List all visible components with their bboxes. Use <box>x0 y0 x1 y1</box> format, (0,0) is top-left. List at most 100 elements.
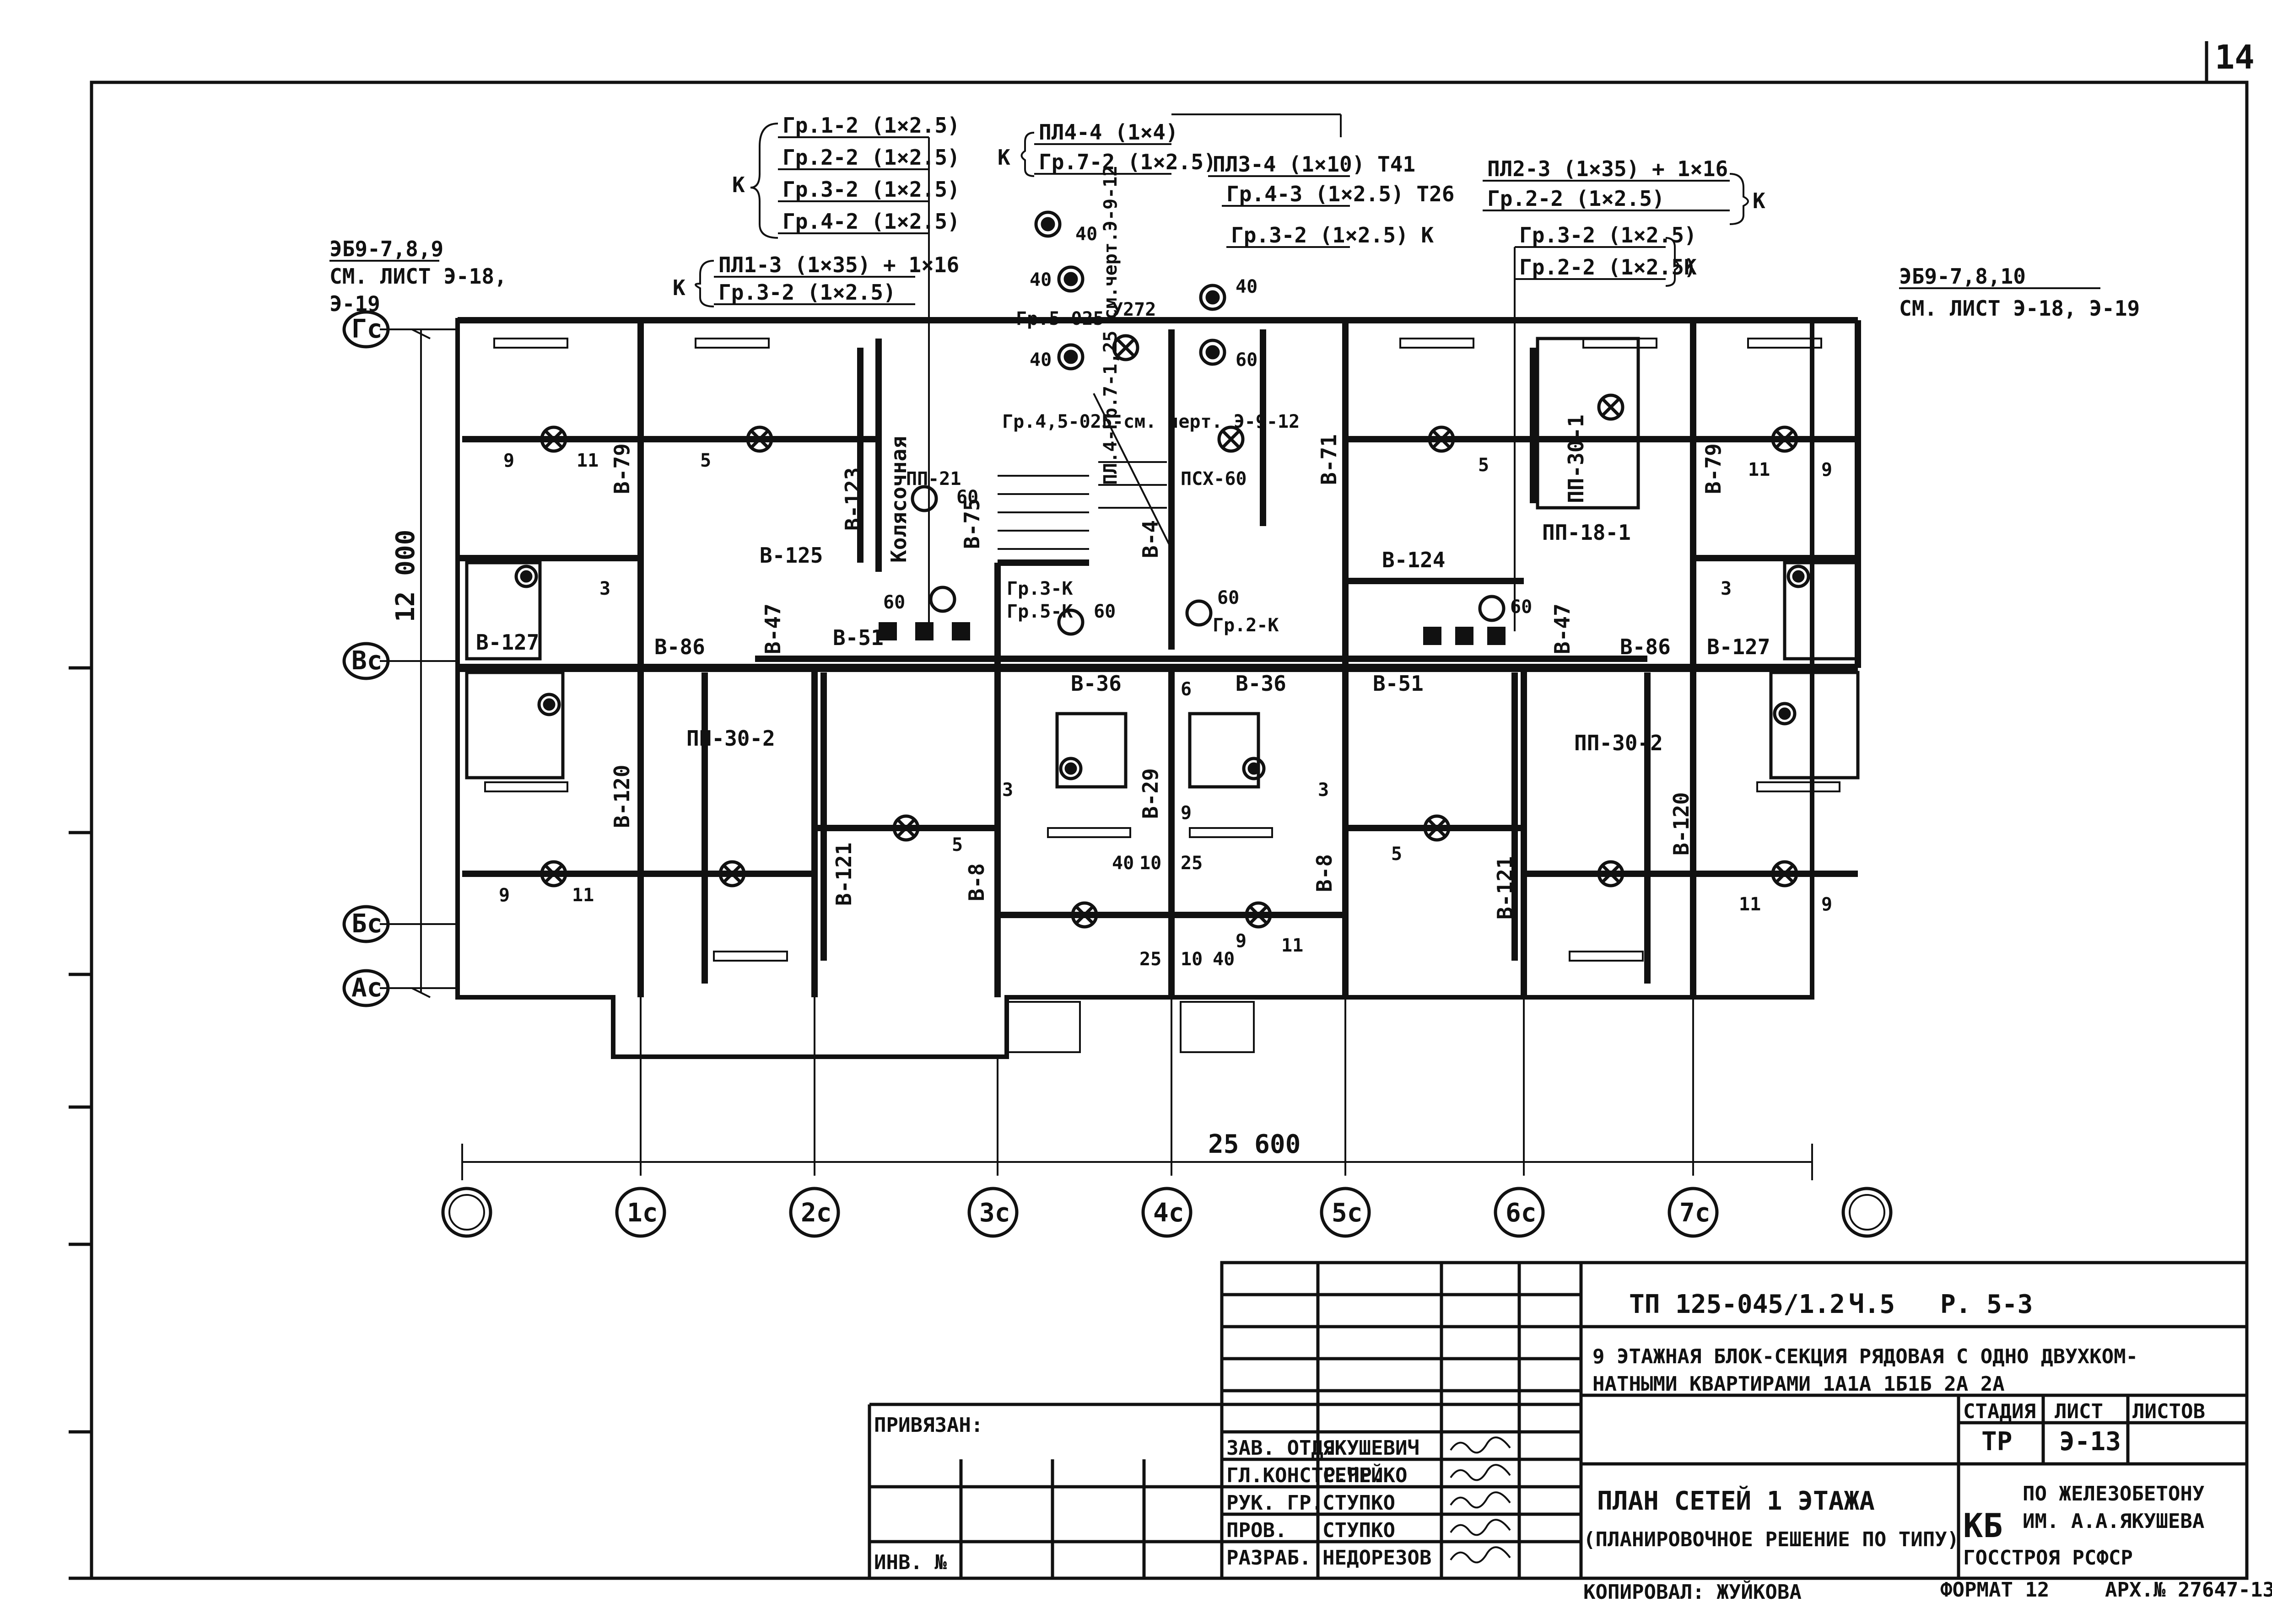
label-v8-right: В-8 <box>1312 854 1337 892</box>
label-v86-left: В-86 <box>654 635 705 659</box>
label-v121-left: В-121 <box>831 843 856 906</box>
tb-drawing-title: ПЛАН СЕТЕЙ 1 ЭТАЖА <box>1597 1486 1875 1516</box>
label-gr5k: Гр.5-К <box>1007 601 1073 622</box>
callout-g5-2: Гр.2-2 (1×2.5) <box>1487 186 1665 211</box>
tb-stage: ТР <box>1981 1427 2012 1457</box>
label-v8-left: В-8 <box>964 863 989 901</box>
tb-attached: ПРИВЯЗАН: <box>874 1414 983 1437</box>
grid-col-3: 3с <box>979 1198 1010 1228</box>
callout-g6-k: К <box>1684 255 1697 280</box>
label-pp30-1: ПП-30-1 <box>1564 414 1588 503</box>
num-5-b: 5 <box>952 834 963 855</box>
tb-name-1: ЯКУШЕВИЧ <box>1322 1436 1419 1460</box>
tb-stage-hdr: СТАДИЯ <box>1963 1400 2036 1423</box>
label-v86-right: В-86 <box>1620 635 1671 659</box>
label-koljasochnaja: Колясочная <box>886 436 911 563</box>
grid-row-4: Ас <box>351 973 382 1003</box>
label-v127-right: В-127 <box>1707 635 1770 659</box>
label-v75: В-75 <box>960 498 984 549</box>
label-v121-right: В-121 <box>1493 856 1517 920</box>
num-3-c: 3 <box>1002 780 1013 801</box>
num-5-d: 5 <box>1478 455 1489 476</box>
num-40-b: 40 <box>1030 269 1052 290</box>
room-labels: В-127 В-125 В-123 В-86 В-51 В-47 В-79 В-… <box>476 166 1770 920</box>
tb-inv: ИНВ. № <box>874 1551 947 1574</box>
label-v36-right: В-36 <box>1236 671 1286 696</box>
label-v120-right: В-120 <box>1669 792 1694 855</box>
title-block: ТП 125-045/1.2 Ч.5 Р. 5-3 9 ЭТАЖНАЯ БЛОК… <box>868 1261 2249 1580</box>
sanitary-blocks <box>465 337 1860 789</box>
num-5-c: 5 <box>1391 844 1402 865</box>
num-9-c: 9 <box>1821 894 1832 915</box>
num-10-b: 10 <box>1181 949 1203 970</box>
callout-g1-1: Гр.1-2 (1×2.5) <box>783 113 960 138</box>
num-25-a: 25 <box>1181 853 1203 874</box>
callout-g3-1: ПЛ4-4 (1×4) <box>1039 120 1178 145</box>
label-v29: В-29 <box>1138 768 1163 819</box>
height-dimension: 12 000 <box>391 530 421 622</box>
callout-g2: К ПЛ1-3 (1×35) + 1×16 Гр.3-2 (1×2.5) <box>673 253 959 307</box>
label-pp21: ПП-21 <box>906 468 961 489</box>
label-pp30-2-right: ПП-30-2 <box>1574 731 1663 755</box>
tb-org-kb: КБ <box>1963 1506 2003 1545</box>
ref-left-1: ЭБ9-7,8,9 <box>329 237 443 261</box>
num-60-e: 60 <box>1217 587 1239 608</box>
callout-g4-2: Гр.4-3 (1×2.5) Т26 <box>1226 182 1455 206</box>
label-gr2k: Гр.2-К <box>1213 615 1279 636</box>
callout-g3: К ПЛ4-4 (1×4) Гр.7-2 (1×2.5) <box>998 113 1342 177</box>
callout-g4-3: Гр.3-2 (1×2.5) К <box>1231 223 1434 247</box>
tb-name-3: СТУПКО <box>1322 1491 1395 1515</box>
grid-lines <box>380 328 1694 1176</box>
label-v79-left: В-79 <box>610 443 634 494</box>
num-60-f: 60 <box>1510 597 1532 618</box>
num-5-a: 5 <box>700 450 711 471</box>
tb-org-1: ПО ЖЕЛЕЗОБЕТОНУ <box>2023 1482 2204 1506</box>
label-pp30-2-left: ПП-30-2 <box>686 726 775 751</box>
num-9-a: 9 <box>503 450 514 471</box>
callout-g3-k: К <box>998 145 1010 170</box>
tb-name-4: СТУПКО <box>1322 1519 1395 1542</box>
callout-g1: К Гр.1-2 (1×2.5) Гр.2-2 (1×2.5) Гр.3-2 (… <box>732 113 960 622</box>
label-u272: У272 <box>1112 299 1156 320</box>
num-40-d: 40 <box>1236 276 1257 297</box>
num-10-a: 10 <box>1139 853 1161 874</box>
label-gr5-025: Гр.5-025 <box>1016 308 1104 329</box>
num-11-b: 11 <box>572 885 594 906</box>
callout-g6: Гр.3-2 (1×2.5) Гр.2-2 (1×2.5) К <box>1514 223 1697 631</box>
callout-g5-k: К <box>1753 188 1765 213</box>
callout-g4-1: ПЛ3-4 (1×10) Т41 <box>1213 152 1415 177</box>
label-psx60: ПСХ-60 <box>1181 468 1247 489</box>
num-60-c: 60 <box>883 592 905 613</box>
callout-g2-2: Гр.3-2 (1×2.5) <box>718 280 896 305</box>
ref-right-2: СМ. ЛИСТ Э-18, Э-19 <box>1899 296 2140 321</box>
tb-name-5: НЕДОРЕЗОВ <box>1322 1546 1431 1570</box>
tb-drawing-subtitle: (ПЛАНИРОВОЧНОЕ РЕШЕНИЕ ПО ТИПУ) <box>1583 1528 1959 1551</box>
label-gr45-025: Гр.4,5-025-см. черт. Э-9-12 <box>1002 411 1300 432</box>
copied-by: КОПИРОВАЛ: ЖУЙКОВА <box>1583 1580 1802 1604</box>
label-v51-left: В-51 <box>833 625 884 650</box>
callout-g1-4: Гр.4-2 (1×2.5) <box>783 209 960 234</box>
signatures <box>1450 1436 1511 1564</box>
label-v79-right: В-79 <box>1701 443 1726 494</box>
tb-name-2: СЕЧЕЙКО <box>1322 1463 1407 1487</box>
grid-col-bubbles: 1с 2с 3с 4с 5с 6с 7с <box>441 1187 1893 1238</box>
callout-g3-2: Гр.7-2 (1×2.5) <box>1039 150 1216 174</box>
archive-note: АРХ.№ 27647-13 <box>2105 1578 2272 1602</box>
grid-col-1: 1с <box>627 1198 658 1228</box>
label-gr3k: Гр.3-К <box>1007 578 1073 599</box>
tb-sheet: Э-13 <box>2059 1427 2121 1457</box>
num-3-b: 3 <box>1721 578 1732 599</box>
label-v71: В-71 <box>1317 434 1341 485</box>
grid-row-3: Бс <box>351 909 382 939</box>
ref-left-2: СМ. ЛИСТ Э-18, <box>329 264 507 289</box>
num-60-a: 60 <box>1236 350 1257 371</box>
lamp-symbols <box>540 334 1798 929</box>
label-v127-left: В-127 <box>476 630 539 655</box>
tb-description-2: НАТНЫМИ КВАРТИРАМИ 1А1А 1Б1Б 2А 2А <box>1592 1372 2005 1396</box>
num-9-f: 9 <box>1181 802 1192 823</box>
floor-plan <box>380 210 1861 1180</box>
tb-role-4: ПРОВ. <box>1226 1519 1287 1542</box>
tb-sheet-hdr: ЛИСТ <box>2055 1400 2103 1423</box>
tb-code: ТП 125-045/1.2 <box>1629 1290 1845 1319</box>
tb-org-2: ИМ. А.А.ЯКУШЕВА <box>2023 1510 2204 1533</box>
